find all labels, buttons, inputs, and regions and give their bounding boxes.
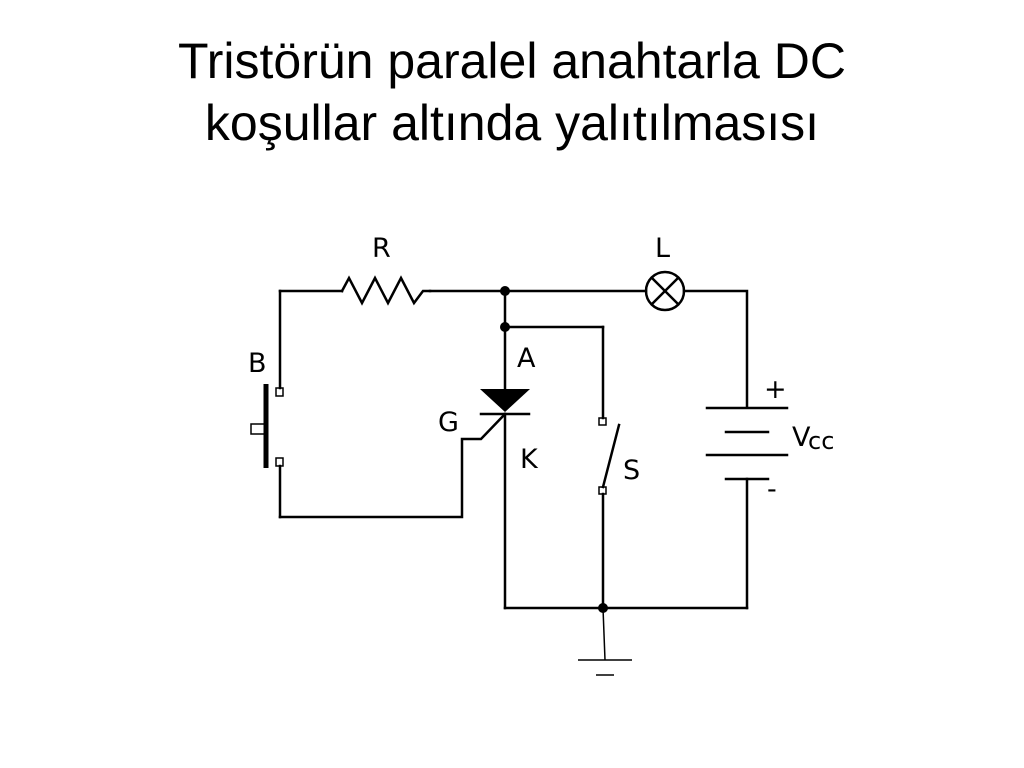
title-line-2: koşullar altında yalıtılmasısı xyxy=(204,95,820,151)
label-anode: A xyxy=(517,343,536,374)
ground-symbol xyxy=(578,607,632,676)
label-cathode: K xyxy=(520,444,539,475)
thyristor xyxy=(479,389,531,610)
wire-gate xyxy=(278,412,507,519)
junction-dot xyxy=(500,286,510,296)
title-line-1: Tristörün paralel anahtarla DC xyxy=(178,33,846,89)
lamp xyxy=(644,270,686,312)
label-switch: S xyxy=(623,455,640,486)
wire-anode xyxy=(503,289,605,420)
junctions xyxy=(500,286,608,613)
junction-dot xyxy=(598,603,608,613)
label-resistor: R xyxy=(372,233,391,264)
label-vcc-sub: cc xyxy=(808,427,834,455)
label-minus: - xyxy=(767,474,777,505)
push-button xyxy=(250,289,284,519)
battery xyxy=(705,406,789,610)
slide-title: Tristörün paralel anahtarla DC koşullar … xyxy=(0,30,1024,154)
junction-dot xyxy=(500,322,510,332)
resistor xyxy=(340,275,432,306)
wire-top-right xyxy=(682,289,749,409)
label-vcc-main: V xyxy=(792,422,811,453)
label-gate: G xyxy=(438,407,459,438)
switch xyxy=(598,417,621,610)
label-button: B xyxy=(248,348,267,379)
label-plus: + xyxy=(764,374,787,405)
label-lamp: L xyxy=(655,233,670,264)
